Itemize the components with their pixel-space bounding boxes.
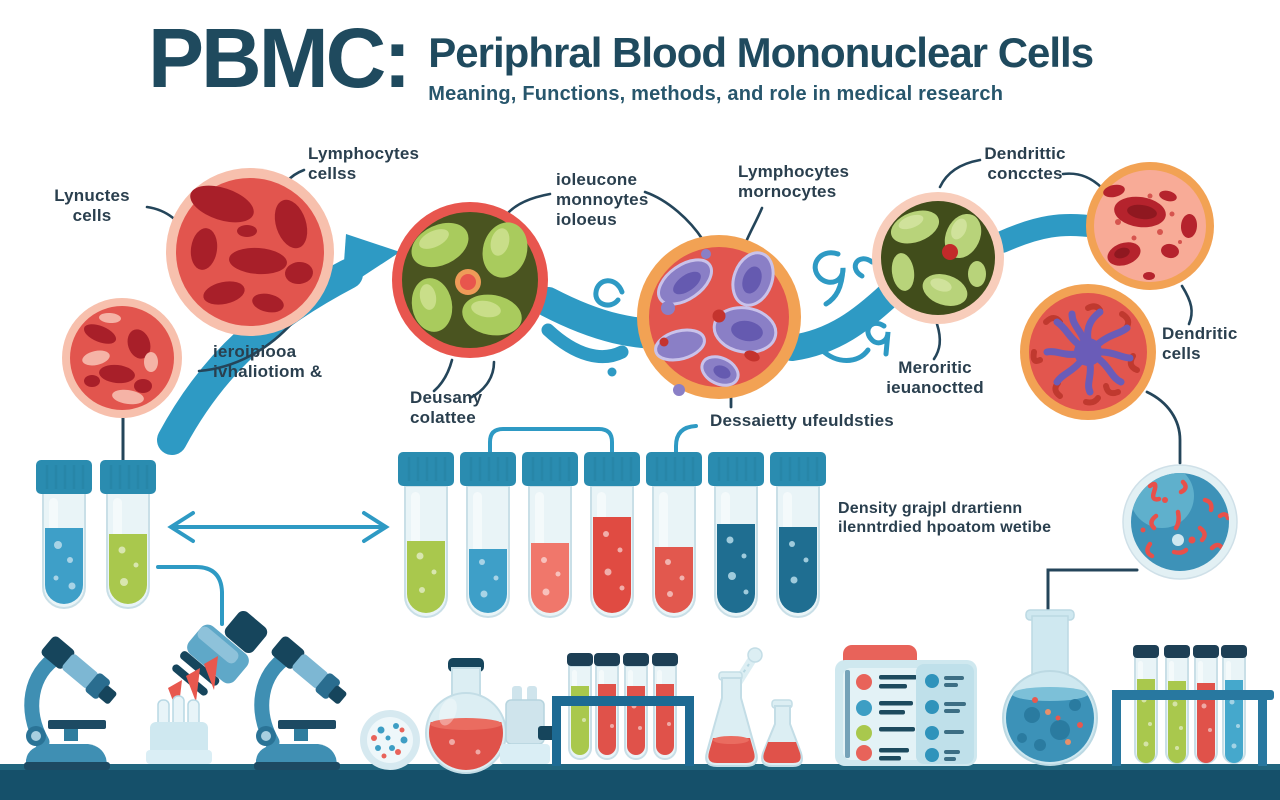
- round-flask-red-icon: [425, 658, 507, 774]
- lab-bench: [0, 770, 1280, 800]
- label-dendritic-top: Dendrittic concctes: [984, 144, 1066, 184]
- page-subtitle: Meaning, Functions, methods, and role in…: [428, 83, 1004, 105]
- tube-liquid: [1168, 681, 1186, 763]
- page-title-acronym: PBMC:: [148, 11, 411, 105]
- round-flask-blue-icon: [1002, 609, 1098, 766]
- tube-liquid: [1225, 680, 1243, 763]
- tube-liquid: [717, 524, 755, 613]
- erlenmeyer-flask-large-icon: [705, 647, 763, 767]
- arrowhead-icon: [342, 234, 400, 290]
- sample-tubes-middle: [396, 450, 828, 618]
- tube-liquid: [407, 541, 445, 613]
- tube-liquid: [655, 547, 693, 613]
- tube-liquid: [531, 543, 569, 613]
- teal-connectors: [156, 424, 698, 626]
- blood-cell-large-illustration: [166, 168, 334, 336]
- tube-holder-icon: [146, 695, 212, 764]
- pbmc-green-cell-right-illustration: [872, 192, 1004, 324]
- erlenmeyer-flask-small-icon: [761, 699, 803, 767]
- multichannel-pipette-icon: [168, 611, 268, 714]
- label-density-mid: Dessaietty ufeuldsties: [710, 411, 894, 430]
- petri-dish-small-icon: [360, 710, 420, 770]
- microscope-right-icon: [254, 634, 351, 770]
- tube-liquid: [109, 534, 147, 604]
- tube-rack-right: [1112, 645, 1274, 766]
- tube-liquid: [593, 517, 631, 613]
- dispenser-icon: [500, 686, 556, 764]
- microscope-left-icon: [24, 634, 121, 770]
- header: PBMC: Periphral Blood Mononuclear Cells …: [148, 11, 1094, 106]
- label-density-left: Deusany colattee: [410, 388, 483, 428]
- tube-rack-middle: [552, 653, 694, 766]
- label-meroritic: Meroritic ieuanoctted: [886, 358, 984, 398]
- tube-liquid: [779, 527, 817, 613]
- dendritic-cell-illustration: [1020, 284, 1156, 420]
- tube-liquid: [598, 684, 616, 755]
- petri-dish-cells-illustration: [1122, 464, 1238, 580]
- label-lymphocytes-monocytes: Lymphocytes mornocytes: [738, 162, 850, 202]
- page-title: Periphral Blood Mononuclear Cells: [428, 29, 1094, 76]
- droplet-icon: [607, 367, 617, 377]
- tube-liquid: [656, 684, 674, 755]
- swirl-decorations: [593, 250, 891, 363]
- results-chart-panel: [835, 645, 977, 766]
- label-monocytes-note: ioleucone monnoytes ioloeus: [556, 170, 649, 230]
- sample-tubes-left: [34, 458, 158, 609]
- blood-cell-pink-illustration: [1086, 162, 1214, 290]
- label-lymphocytes-cellss: Lymphocytes cellss: [308, 144, 420, 184]
- pbmc-green-cell-illustration: [392, 202, 548, 358]
- label-density-note: Density grajpl drartienn ilenntrdied hpo…: [838, 500, 1052, 536]
- label-dendritic-cells: Dendritic cells: [1162, 324, 1238, 364]
- tube-liquid: [469, 549, 507, 613]
- blood-cell-small-illustration: [62, 298, 182, 418]
- leader-lines: [121, 158, 1193, 670]
- tube-liquid: [45, 528, 83, 604]
- label-lynuctes-cells: Lynuctes cells: [54, 186, 130, 226]
- monocyte-cell-illustration: [637, 235, 801, 399]
- label-isolation: ieroipiooa ivhaliotiom &: [213, 342, 323, 382]
- tube-liquid: [1197, 683, 1215, 763]
- bench-top-edge: [0, 764, 1280, 772]
